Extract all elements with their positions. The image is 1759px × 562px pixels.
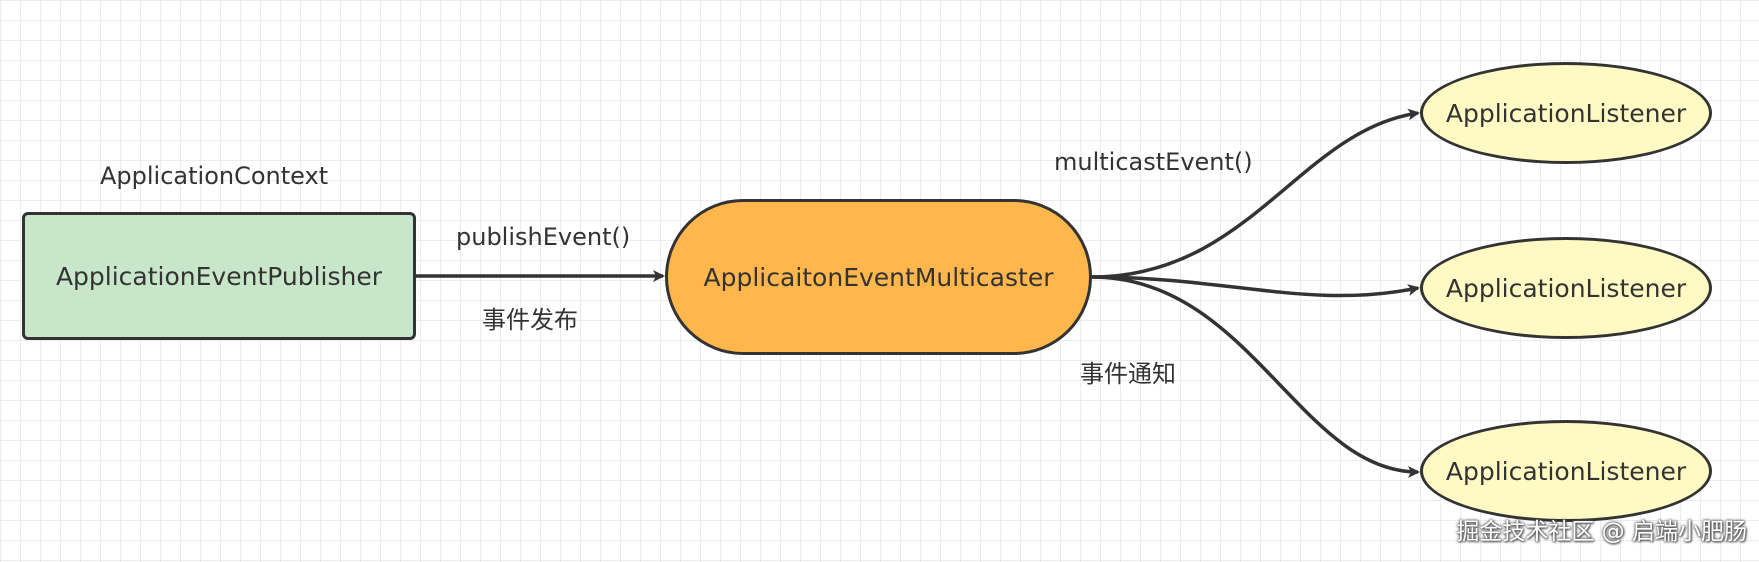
- listener-node-label: ApplicationListener: [1445, 98, 1687, 128]
- event-publish-cn-label: 事件发布: [482, 306, 578, 334]
- multicast-event-label: multicastEvent(): [1054, 148, 1253, 176]
- listener-node-label: ApplicationListener: [1445, 273, 1687, 303]
- edge-listener-1-arrow: [1091, 108, 1420, 279]
- application-listener-node-3[interactable]: ApplicationListener: [1420, 420, 1712, 522]
- multicaster-node-label: ApplicaitonEventMulticaster: [703, 262, 1054, 292]
- publish-event-label: publishEvent(): [456, 223, 631, 251]
- edge-listener-2-arrow: [1091, 275, 1420, 298]
- application-listener-node-1[interactable]: ApplicationListener: [1420, 62, 1712, 164]
- event-notify-cn-label: 事件通知: [1080, 360, 1176, 388]
- application-context-label: ApplicationContext: [100, 162, 329, 190]
- event-multicaster-node[interactable]: ApplicaitonEventMulticaster: [665, 199, 1092, 355]
- publisher-node-label: ApplicationEventPublisher: [55, 261, 383, 291]
- listener-node-label: ApplicationListener: [1445, 456, 1687, 486]
- application-event-publisher-node[interactable]: ApplicationEventPublisher: [22, 212, 416, 340]
- edge-listener-3-arrow: [1091, 275, 1420, 478]
- watermark-text: 掘金技术社区 @ 启端小肥肠: [1456, 519, 1747, 545]
- application-listener-node-2[interactable]: ApplicationListener: [1420, 237, 1712, 339]
